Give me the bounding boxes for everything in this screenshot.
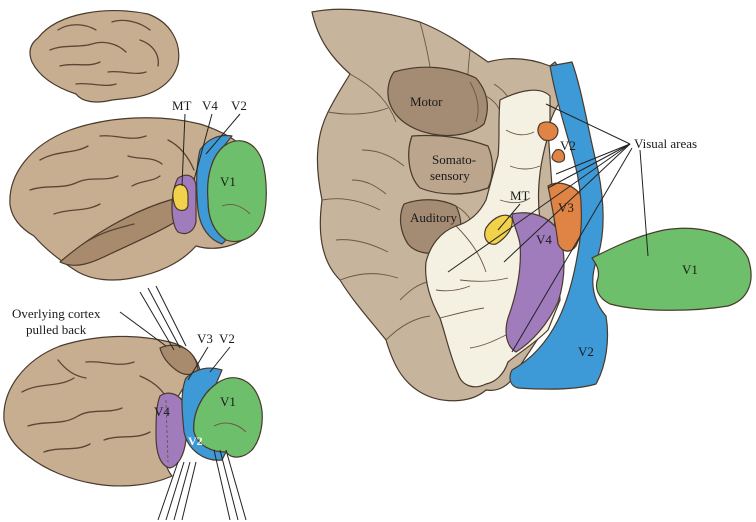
label-v2-bottom-inner: V2 — [188, 434, 203, 448]
label-somato-line1: Somato- — [432, 152, 476, 167]
leader-mt — [181, 113, 186, 187]
label-mt-flat: MT — [510, 188, 530, 203]
brain-pulled-back — [3, 285, 263, 521]
label-motor: Motor — [410, 94, 443, 109]
label-v1-bottom: V1 — [220, 394, 236, 409]
label-v2: V2 — [231, 98, 247, 113]
label-visual-areas: Visual areas — [634, 136, 697, 151]
label-somato-line2: sensory — [430, 168, 470, 183]
label-v4: V4 — [202, 98, 218, 113]
leader-overlying — [119, 311, 167, 347]
label-auditory: Auditory — [410, 210, 457, 225]
label-v2-bottom: V2 — [219, 331, 235, 346]
label-mt: MT — [172, 98, 192, 113]
label-v4-bottom: V4 — [154, 404, 170, 419]
label-v2-flat-top: V2 — [560, 138, 576, 153]
label-v3-flat: V3 — [558, 200, 574, 215]
leader-v2 — [205, 113, 241, 155]
label-v1-flat: V1 — [682, 262, 698, 277]
label-v2-flat-bottom: V2 — [578, 344, 594, 359]
label-overlying-line2: pulled back — [26, 322, 87, 337]
brain-lateral — [9, 117, 267, 281]
flat-map — [311, 8, 752, 402]
label-overlying-line1: Overlying cortex — [12, 306, 101, 321]
brain-top-small — [29, 10, 180, 103]
leader-v4 — [193, 113, 213, 181]
label-v4-flat: V4 — [536, 232, 552, 247]
visual-areas-leaders — [447, 103, 649, 353]
label-v1: V1 — [220, 174, 236, 189]
label-v3-bottom: V3 — [197, 331, 213, 346]
